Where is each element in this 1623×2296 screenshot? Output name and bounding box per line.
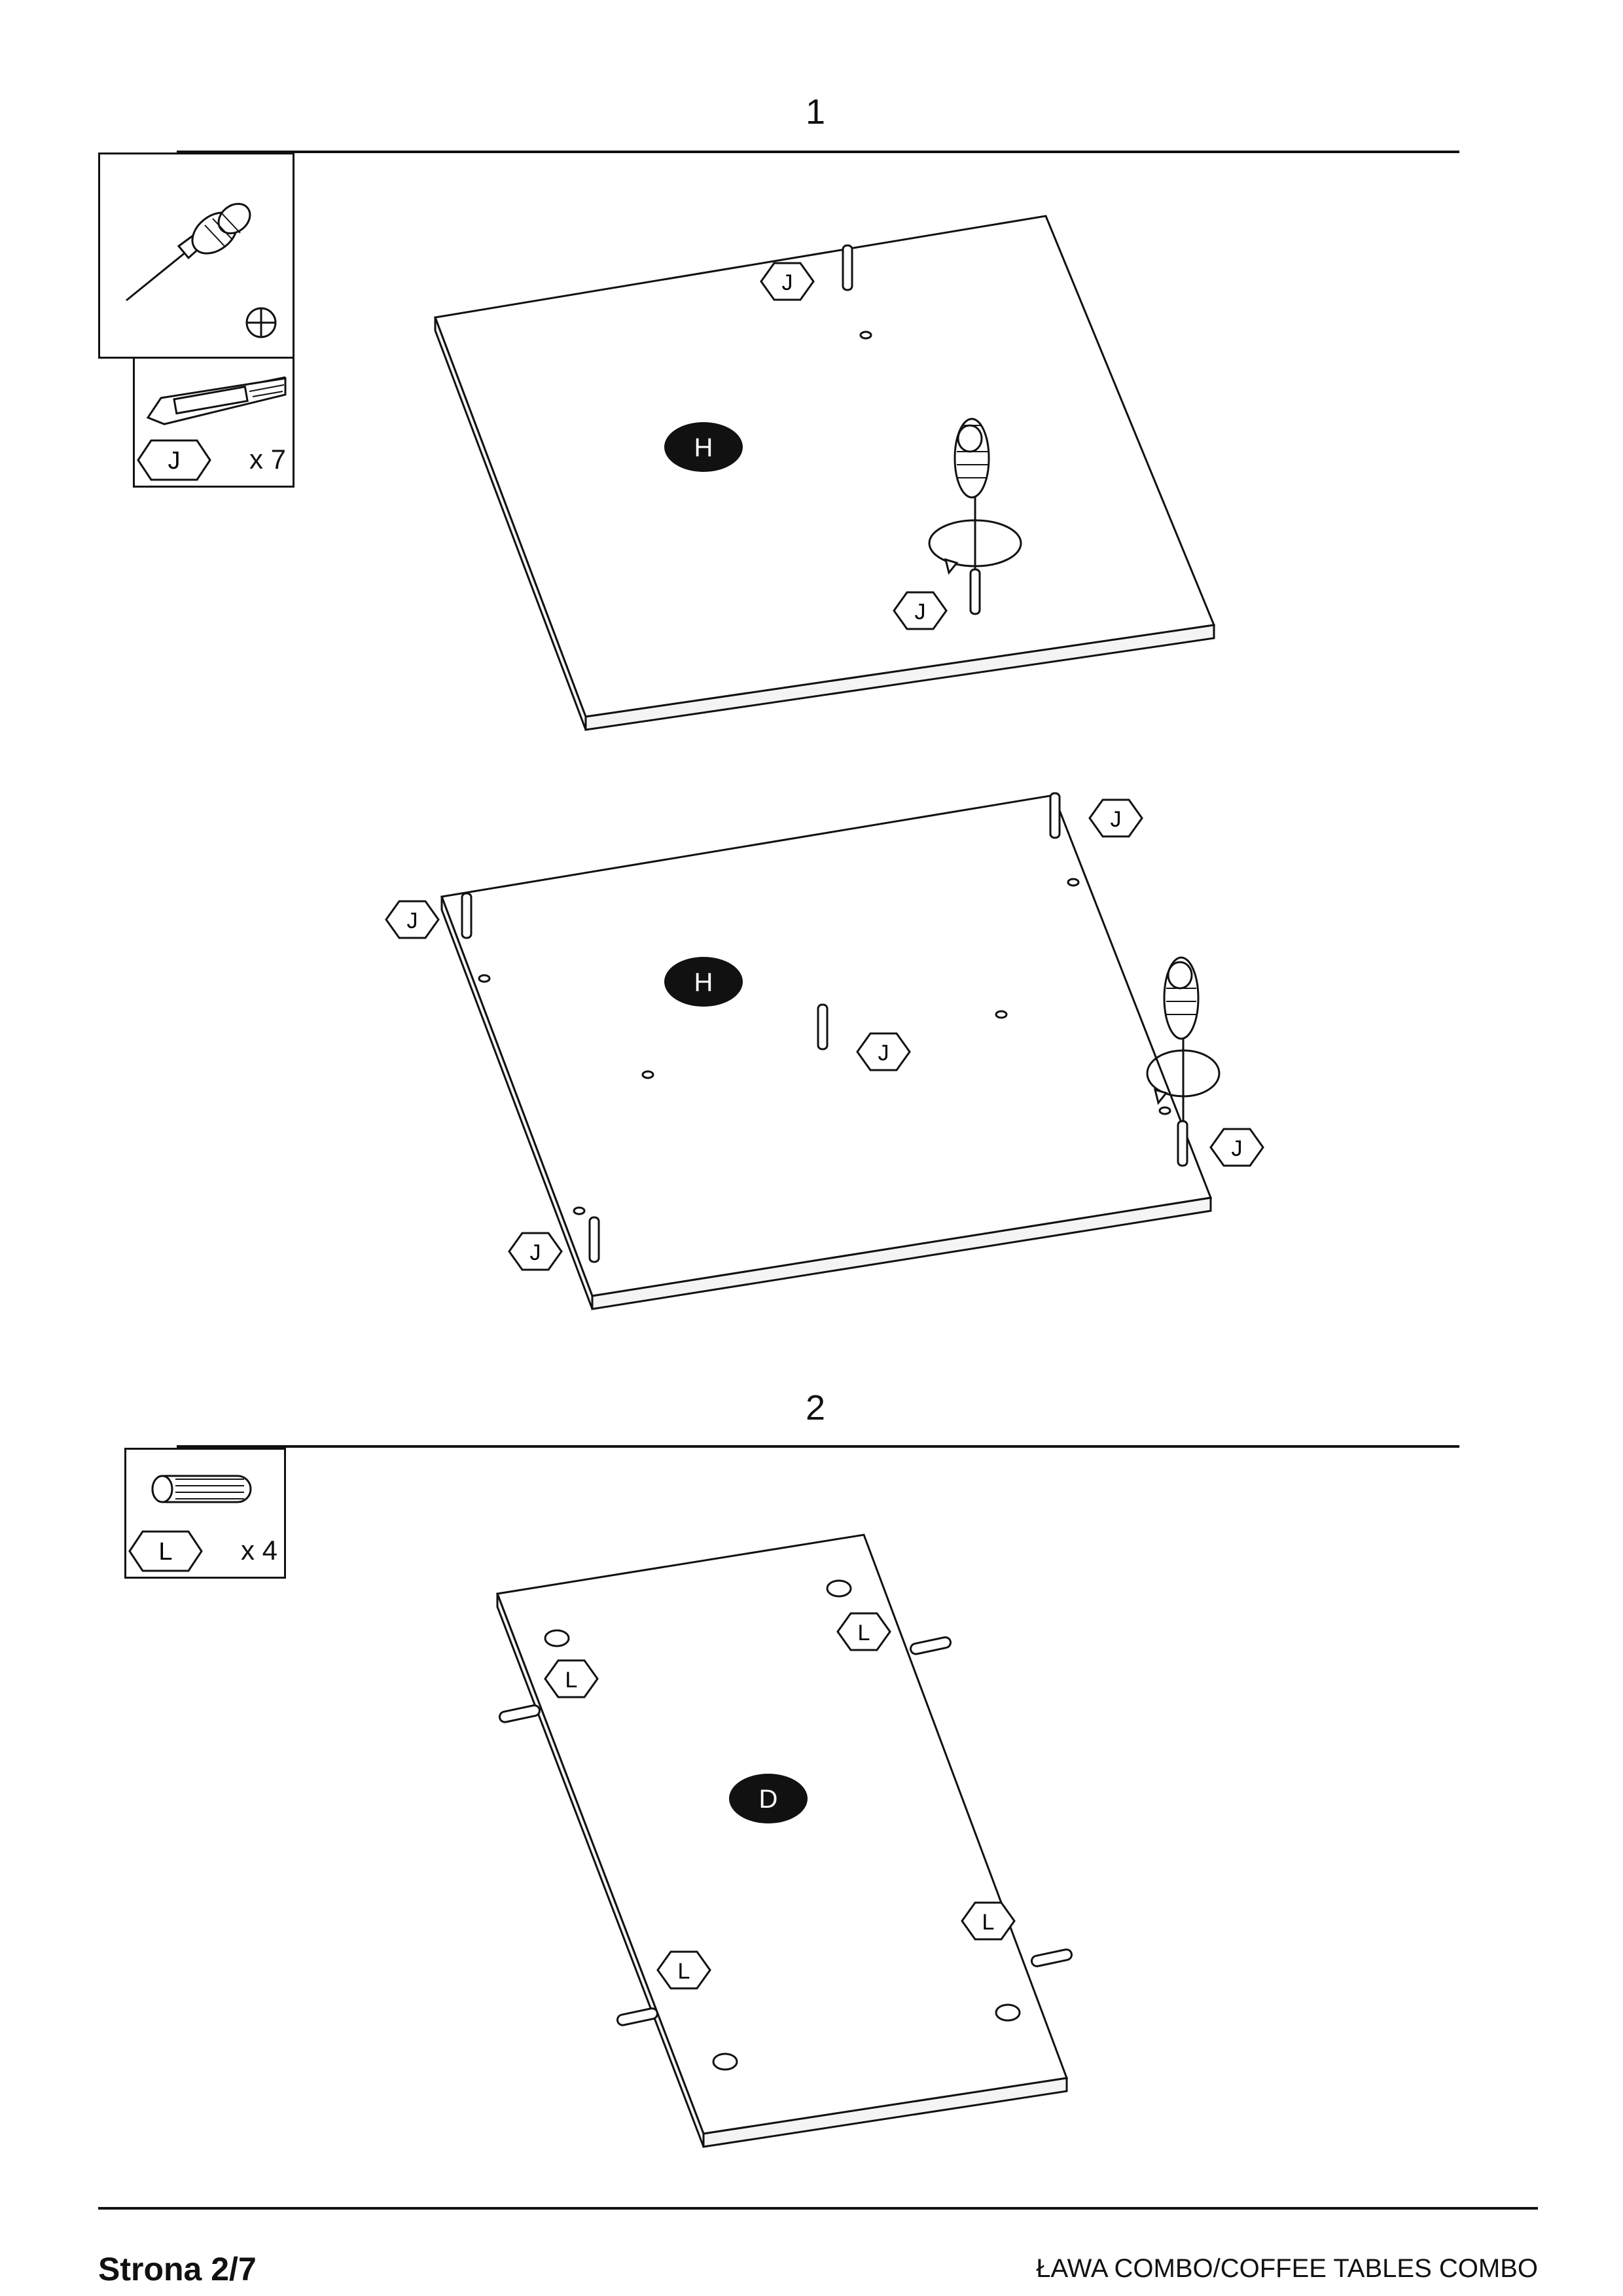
- callout-l-3-label: L: [982, 1910, 995, 1935]
- tool-box: [98, 152, 294, 359]
- panel-h-bottom-badge: [664, 957, 743, 1007]
- callout-j-7-label: J: [530, 1240, 541, 1265]
- panel-h-bottom-label: H: [694, 968, 713, 997]
- callout-l-1-label: L: [565, 1668, 578, 1693]
- bolt-j-top: [842, 244, 853, 291]
- panel-h-top-badge: [664, 422, 743, 472]
- phillips-screwdriver-icon: [126, 203, 277, 338]
- callout-j-1: [760, 262, 815, 301]
- callout-j-2-label: J: [915, 600, 926, 624]
- part-label-j: J: [168, 447, 181, 475]
- page-number: Strona 2/7: [98, 2251, 257, 2287]
- panel-d: [495, 1534, 1069, 2148]
- callout-j-4-label: J: [407, 908, 418, 933]
- connector-bolt-icon: J: [137, 376, 287, 481]
- panel-h-top: [433, 215, 1216, 731]
- step-2-rule: [177, 1445, 1459, 1448]
- panel-h-top-label: H: [694, 433, 713, 462]
- callout-j-3-label: J: [1111, 807, 1122, 832]
- callout-j-5-label: J: [878, 1041, 889, 1066]
- step-2-number: 2: [805, 1388, 826, 1427]
- part-label-l: L: [158, 1538, 172, 1566]
- callout-l-2-label: L: [858, 1621, 870, 1645]
- screwdriver-icon: [928, 418, 1022, 575]
- step-1-number: 1: [805, 92, 826, 132]
- part-box-l: L x 4: [124, 1448, 286, 1579]
- callout-j-1-label: J: [782, 270, 793, 295]
- panel-d-badge: [729, 1774, 808, 1823]
- callout-j-6-label: J: [1232, 1136, 1243, 1161]
- callout-j-2: [893, 591, 948, 630]
- footer-rule: [98, 2207, 1538, 2210]
- part-quantity-j: x 7: [249, 444, 287, 475]
- screwdriver-icon-2: [1146, 956, 1221, 1121]
- product-name: ŁAWA COMBO/COFFEE TABLES COMBO: [1036, 2254, 1538, 2283]
- part-box-j: J x 7: [133, 357, 294, 488]
- callout-l-4-label: L: [678, 1959, 690, 1984]
- part-quantity-l: x 4: [241, 1535, 278, 1566]
- panel-d-label: D: [759, 1785, 778, 1814]
- step-1-rule: [177, 151, 1459, 153]
- wooden-dowel-icon: L: [128, 1475, 252, 1572]
